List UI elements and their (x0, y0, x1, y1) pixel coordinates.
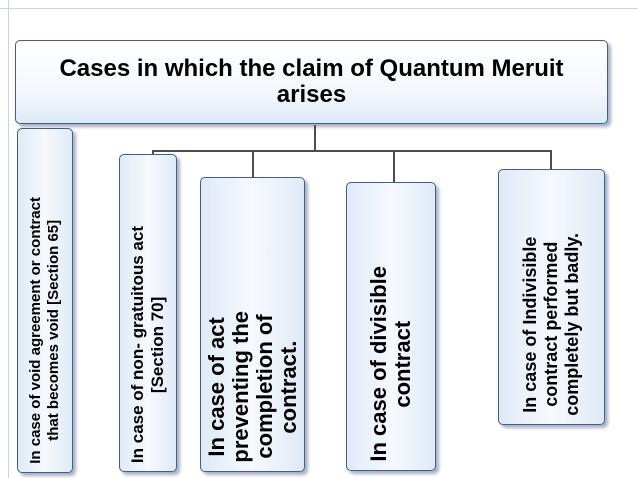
case-node-non-gratuitous: In case of non- gratuitous act [Section … (119, 154, 177, 472)
case-node-label: In case of Indivisible contract performe… (520, 233, 582, 416)
case-node-label: In case of divisible contract (366, 266, 415, 462)
connector-drop-3 (252, 150, 254, 177)
connector-root-stem (314, 125, 316, 151)
case-node-act-preventing: In case of act preventing the completion… (200, 177, 305, 472)
connector-horizontal (152, 150, 550, 152)
case-node-divisible: In case of divisible contract (346, 182, 436, 471)
root-node: Cases in which the claim of Quantum Meru… (15, 40, 608, 124)
case-node-label: In case of act preventing the completion… (203, 311, 301, 463)
frame-line-left (8, 0, 9, 478)
case-node-label: In case of non- gratuitous act [Section … (128, 225, 167, 463)
case-node-void-agreement: In case of void agreement or contract th… (17, 128, 73, 473)
connector-drop-5 (550, 150, 552, 169)
root-node-title: Cases in which the claim of Quantum Meru… (59, 55, 564, 108)
connector-drop-2 (152, 150, 154, 154)
connector-drop-4 (393, 150, 395, 182)
frame-line-top (0, 8, 638, 9)
case-node-indivisible: In case of Indivisible contract performe… (498, 169, 605, 425)
case-node-label: In case of void agreement or contract th… (27, 197, 62, 464)
